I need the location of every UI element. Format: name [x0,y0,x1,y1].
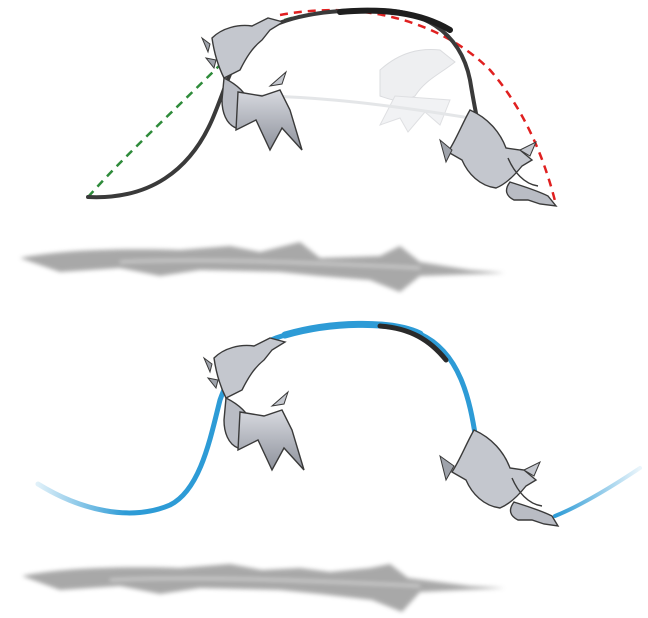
ground-shadow-bottom [22,564,505,612]
bottom-panel [22,324,640,612]
dragon-wing [236,90,302,150]
dragon-head-right-bottom [511,502,558,526]
dragon-wing-bottom [238,410,304,470]
dragon-icon [440,110,556,206]
dragon-head-bottom [214,338,285,398]
dragon-tail-bottom [555,468,640,516]
dragon-icon [440,430,558,526]
top-panel [20,10,556,292]
dragon-icon [202,18,302,150]
dragon-head [212,18,283,78]
ground-shadow-top [20,242,505,292]
dragon-head-right [507,182,556,206]
